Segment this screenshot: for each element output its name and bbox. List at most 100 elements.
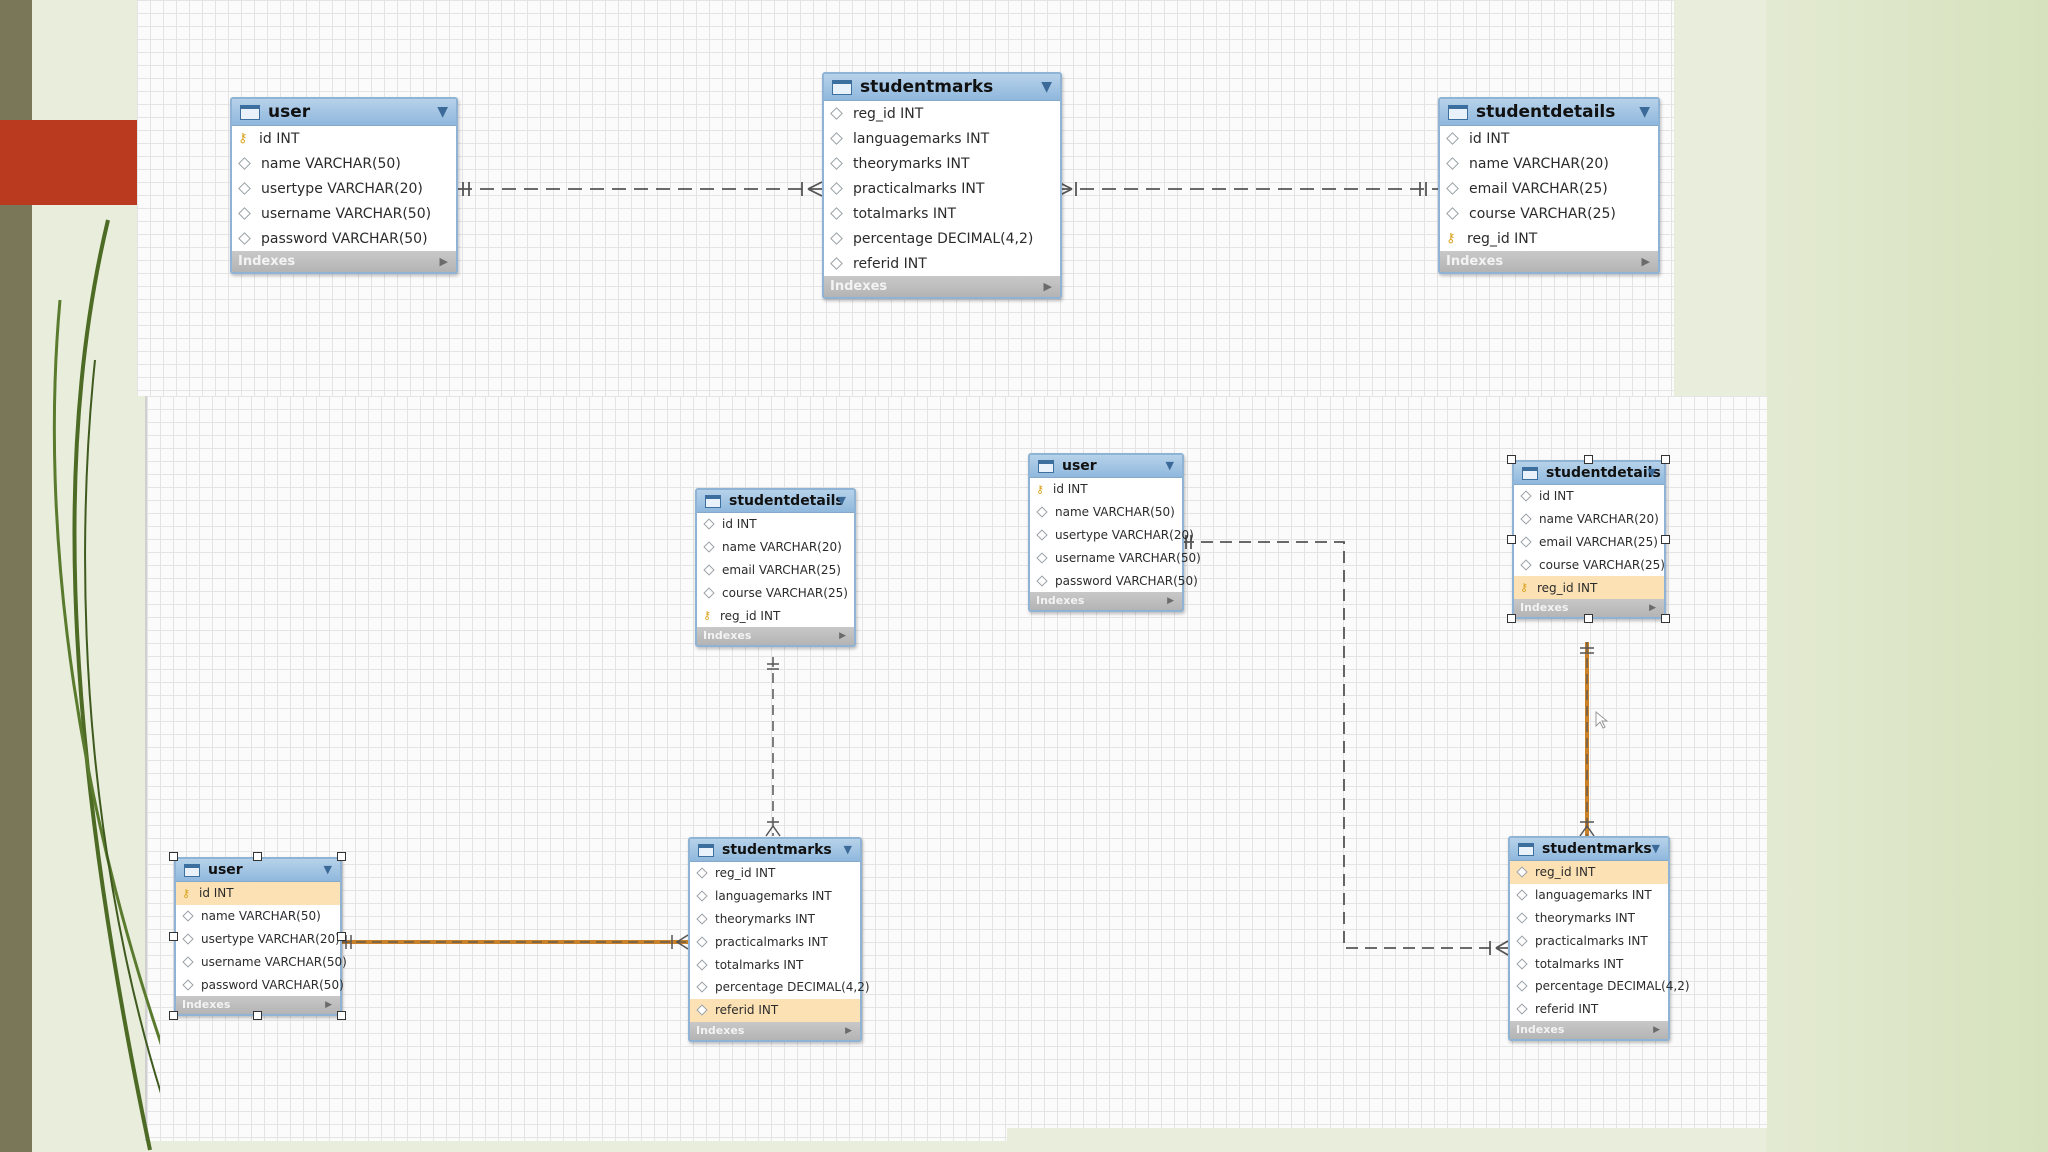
column-row[interactable]: languagemarks INT (1510, 884, 1668, 907)
table-header[interactable]: studentdetails▼ (697, 490, 854, 513)
column-row[interactable]: email VARCHAR(25) (1514, 531, 1664, 554)
expand-arrow-icon[interactable]: ▶ (1641, 255, 1650, 268)
column-row[interactable]: reg_id INT (1510, 861, 1668, 884)
resize-handle[interactable] (253, 852, 262, 861)
column-row[interactable]: password VARCHAR(50) (1030, 569, 1198, 592)
chevron-down-icon[interactable]: ▼ (1041, 79, 1052, 95)
table-header[interactable]: studentmarks▼ (690, 839, 860, 862)
column-row[interactable]: ⚷id INT (232, 126, 456, 151)
resize-handle[interactable] (337, 852, 346, 861)
column-row[interactable]: username VARCHAR(50) (232, 201, 456, 226)
resize-handle[interactable] (1584, 614, 1593, 623)
chevron-down-icon[interactable]: ▼ (837, 494, 846, 507)
resize-handle[interactable] (169, 931, 178, 941)
table-header[interactable]: user▼ (1030, 455, 1182, 478)
resize-handle[interactable] (169, 852, 178, 861)
chevron-down-icon[interactable]: ▼ (1165, 459, 1174, 472)
column-row[interactable]: totalmarks INT (690, 953, 860, 976)
resize-handle[interactable] (337, 1011, 346, 1020)
column-row[interactable]: usertype VARCHAR(20) (232, 176, 456, 201)
column-row[interactable]: languagemarks INT (824, 126, 1060, 151)
chevron-down-icon[interactable]: ▼ (1647, 466, 1656, 479)
column-row[interactable]: usertype VARCHAR(20) (1030, 524, 1194, 547)
column-row[interactable]: name VARCHAR(50) (1030, 501, 1182, 524)
column-row[interactable]: email VARCHAR(25) (697, 559, 854, 582)
column-row[interactable]: name VARCHAR(20) (697, 536, 854, 559)
column-row[interactable]: username VARCHAR(50) (1030, 546, 1201, 569)
resize-handle[interactable] (169, 1011, 178, 1020)
indexes-section[interactable]: Indexes▶ (1514, 598, 1664, 617)
column-row[interactable]: course VARCHAR(25) (1440, 201, 1658, 226)
column-row[interactable]: referid INT (1510, 998, 1668, 1021)
expand-arrow-icon[interactable]: ▶ (839, 630, 846, 641)
indexes-section[interactable]: Indexes▶ (697, 626, 854, 645)
column-row[interactable]: name VARCHAR(50) (176, 905, 340, 928)
column-row[interactable]: name VARCHAR(20) (1514, 508, 1664, 531)
table-header[interactable]: studentmarks▼ (1510, 838, 1668, 861)
column-row[interactable]: password VARCHAR(50) (176, 973, 344, 996)
chevron-down-icon[interactable]: ▼ (843, 843, 852, 856)
column-row[interactable]: username VARCHAR(50) (176, 950, 347, 973)
indexes-section[interactable]: Indexes▶ (1440, 251, 1658, 272)
expand-arrow-icon[interactable]: ▶ (1043, 280, 1052, 293)
column-row[interactable]: ⚷reg_id INT (1440, 226, 1658, 251)
column-row[interactable]: practicalmarks INT (1510, 929, 1668, 952)
column-row[interactable]: percentage DECIMAL(4,2) (1510, 975, 1690, 998)
column-row[interactable]: reg_id INT (690, 862, 860, 885)
column-row[interactable]: ⚷reg_id INT (697, 604, 854, 627)
indexes-section[interactable]: Indexes▶ (232, 251, 456, 272)
column-row[interactable]: id INT (697, 513, 854, 536)
indexes-section[interactable]: Indexes▶ (1510, 1020, 1668, 1039)
column-row[interactable]: ⚷id INT (176, 882, 340, 905)
column-row[interactable]: languagemarks INT (690, 885, 860, 908)
table-header[interactable]: user▼ (232, 99, 456, 126)
resize-handle[interactable] (1661, 614, 1670, 623)
column-row[interactable]: theorymarks INT (690, 908, 860, 931)
indexes-section[interactable]: Indexes▶ (824, 276, 1060, 297)
resize-handle[interactable] (337, 931, 346, 941)
column-row[interactable]: password VARCHAR(50) (232, 226, 456, 251)
column-row[interactable]: referid INT (690, 998, 860, 1022)
column-row[interactable]: course VARCHAR(25) (1514, 553, 1665, 576)
resize-handle[interactable] (1507, 614, 1516, 623)
resize-handle[interactable] (1584, 455, 1593, 464)
column-row[interactable]: id INT (1440, 126, 1658, 151)
table-header[interactable]: studentdetails▼ (1514, 462, 1664, 485)
column-row[interactable]: name VARCHAR(50) (232, 151, 456, 176)
column-row[interactable]: name VARCHAR(20) (1440, 151, 1658, 176)
expand-arrow-icon[interactable]: ▶ (325, 999, 332, 1010)
indexes-section[interactable]: Indexes▶ (690, 1021, 860, 1040)
column-row[interactable]: totalmarks INT (1510, 952, 1668, 975)
resize-handle[interactable] (1661, 534, 1670, 544)
indexes-section[interactable]: Indexes▶ (1030, 591, 1182, 610)
column-row[interactable]: ⚷id INT (1030, 478, 1182, 501)
resize-handle[interactable] (1507, 534, 1516, 544)
column-row[interactable]: email VARCHAR(25) (1440, 176, 1658, 201)
column-row[interactable]: theorymarks INT (824, 151, 1060, 176)
column-row[interactable]: percentage DECIMAL(4,2) (690, 976, 870, 999)
column-row[interactable]: course VARCHAR(25) (697, 581, 854, 604)
column-row[interactable]: practicalmarks INT (824, 176, 1060, 201)
column-row[interactable]: ⚷reg_id INT (1514, 576, 1664, 599)
column-row[interactable]: referid INT (824, 251, 1060, 276)
column-row[interactable]: id INT (1514, 485, 1664, 508)
column-row[interactable]: percentage DECIMAL(4,2) (824, 226, 1060, 251)
table-header[interactable]: studentmarks▼ (824, 74, 1060, 101)
chevron-down-icon[interactable]: ▼ (437, 104, 448, 120)
resize-handle[interactable] (1661, 455, 1670, 464)
resize-handle[interactable] (253, 1011, 262, 1020)
expand-arrow-icon[interactable]: ▶ (1649, 602, 1656, 613)
column-row[interactable]: usertype VARCHAR(20) (176, 928, 340, 951)
indexes-section[interactable]: Indexes▶ (176, 995, 340, 1014)
table-header[interactable]: user▼ (176, 859, 340, 882)
column-row[interactable]: practicalmarks INT (690, 930, 860, 953)
resize-handle[interactable] (1507, 455, 1516, 464)
chevron-down-icon[interactable]: ▼ (1639, 104, 1650, 120)
